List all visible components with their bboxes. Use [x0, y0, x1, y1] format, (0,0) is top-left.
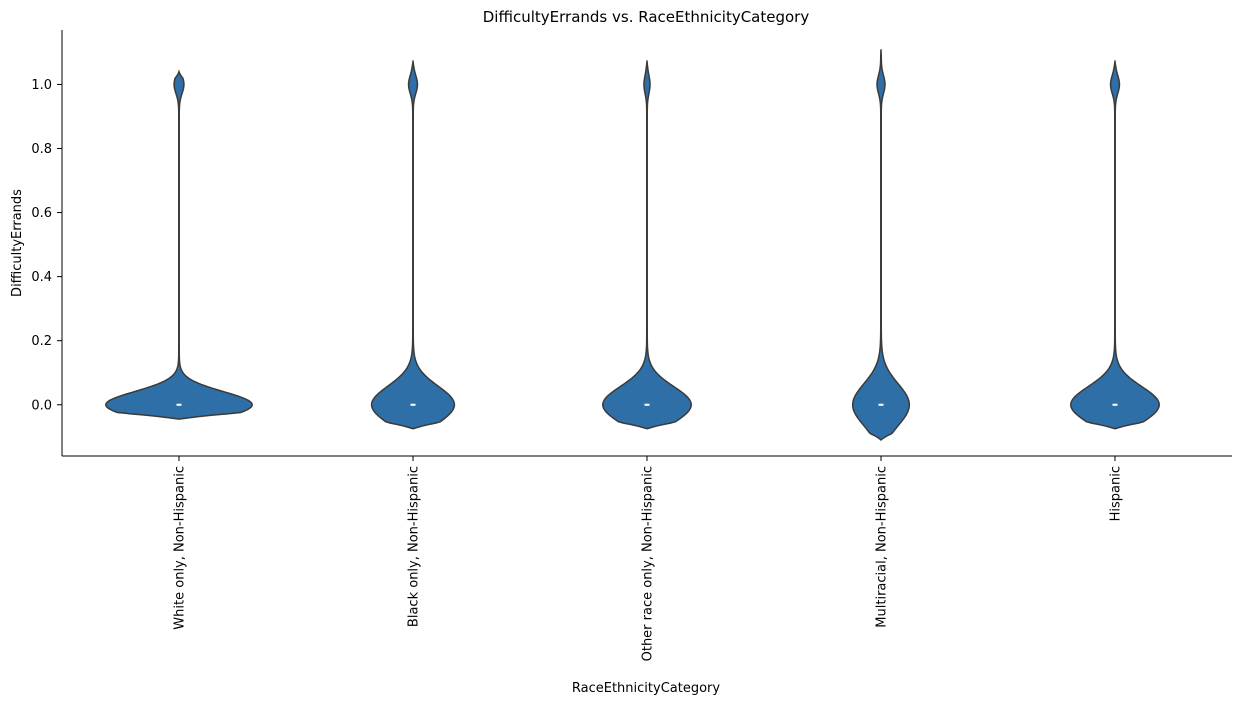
y-tick-label: 0.4 [31, 270, 52, 285]
x-tick-label: White only, Non-Hispanic [173, 466, 188, 630]
violin-body [851, 49, 911, 441]
violin-body [602, 60, 692, 430]
chart-title: DifficultyErrands vs. RaceEthnicityCateg… [483, 8, 810, 26]
violin-body [1070, 60, 1160, 430]
x-tick-label: Black only, Non-Hispanic [407, 466, 422, 627]
y-tick-label: 0.2 [31, 334, 52, 349]
x-tick-label: Multiracial, Non-Hispanic [875, 466, 890, 628]
y-axis: 0.0 0.2 0.4 0.6 0.8 1.0 [31, 30, 63, 456]
y-tick-label: 0.0 [31, 398, 52, 413]
y-axis-label: DifficultyErrands [10, 189, 25, 297]
x-tick-label: Other race only, Non-Hispanic [641, 466, 656, 661]
y-tick-label: 1.0 [31, 78, 52, 93]
x-axis: White only, Non-Hispanic Black only, Non-… [62, 455, 1232, 661]
y-tick-label: 0.6 [31, 206, 52, 221]
x-tick-label: Hispanic [1109, 466, 1124, 521]
plot-area [105, 49, 1160, 441]
x-axis-label: RaceEthnicityCategory [572, 681, 720, 696]
y-tick-label: 0.8 [31, 142, 52, 157]
violin-body [370, 60, 456, 430]
violin-body [105, 69, 253, 420]
